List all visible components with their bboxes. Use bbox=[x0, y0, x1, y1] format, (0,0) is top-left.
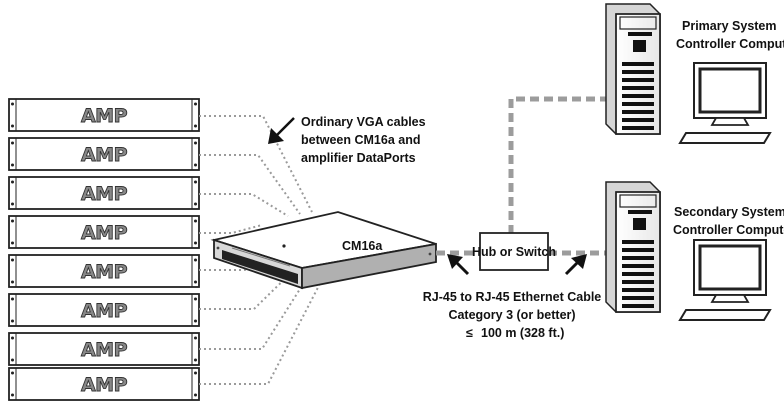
vga-note-line2: between CM16a and bbox=[301, 133, 420, 147]
primary-label-line1: Primary System bbox=[682, 19, 777, 33]
amplifier-unit: AMP bbox=[8, 293, 200, 327]
ethernet-note-line2: Category 3 (or better) bbox=[448, 308, 575, 322]
amp-label: AMP bbox=[81, 261, 128, 283]
ethernet-arrow-left bbox=[447, 254, 470, 276]
amp-label: AMP bbox=[81, 105, 128, 127]
ethernet-note-symbol: ≤ bbox=[466, 326, 473, 340]
secondary-label-line1: Secondary System bbox=[674, 205, 784, 219]
secondary-computer: Secondary System Controller Computer bbox=[605, 181, 784, 322]
vga-cables bbox=[199, 115, 327, 385]
ethernet-cables bbox=[436, 96, 615, 256]
amplifier-unit: AMP bbox=[8, 176, 200, 210]
amplifier-stack: AMP AMP AMP AMP bbox=[8, 98, 200, 401]
amplifier-unit: AMP bbox=[8, 98, 200, 132]
cm16a-label: CM16a bbox=[342, 239, 383, 253]
secondary-label-line2: Controller Computer bbox=[673, 223, 784, 237]
amp-label: AMP bbox=[81, 339, 128, 361]
vga-note-arrow bbox=[268, 117, 295, 144]
ethernet-note: RJ-45 to RJ-45 Ethernet Cable Category 3… bbox=[423, 290, 602, 340]
primary-computer: Primary System Controller Computer bbox=[605, 3, 784, 145]
amplifier-unit: AMP bbox=[8, 254, 200, 288]
amp-label: AMP bbox=[81, 300, 128, 322]
ethernet-note-line1: RJ-45 to RJ-45 Ethernet Cable bbox=[423, 290, 602, 304]
amplifier-unit: AMP bbox=[8, 137, 200, 171]
vga-note: Ordinary VGA cables between CM16a and am… bbox=[268, 115, 426, 165]
amp-label: AMP bbox=[81, 374, 128, 396]
amplifier-unit: AMP bbox=[8, 367, 200, 401]
amplifier-unit: AMP bbox=[8, 332, 200, 366]
amp-label: AMP bbox=[81, 183, 128, 205]
amplifier-unit: AMP bbox=[8, 215, 200, 249]
ethernet-note-line3: 100 m (328 ft.) bbox=[481, 326, 564, 340]
ethernet-arrow-right bbox=[564, 254, 587, 276]
hub-switch-label: Hub or Switch bbox=[472, 245, 556, 259]
cm16a-device: CM16a bbox=[210, 211, 437, 290]
hub-switch: Hub or Switch bbox=[472, 232, 556, 271]
vga-note-line1: Ordinary VGA cables bbox=[301, 115, 426, 129]
primary-label-line2: Controller Computer bbox=[676, 37, 784, 51]
amp-label: AMP bbox=[81, 144, 128, 166]
vga-note-line3: amplifier DataPorts bbox=[301, 151, 416, 165]
amp-label: AMP bbox=[81, 222, 128, 244]
